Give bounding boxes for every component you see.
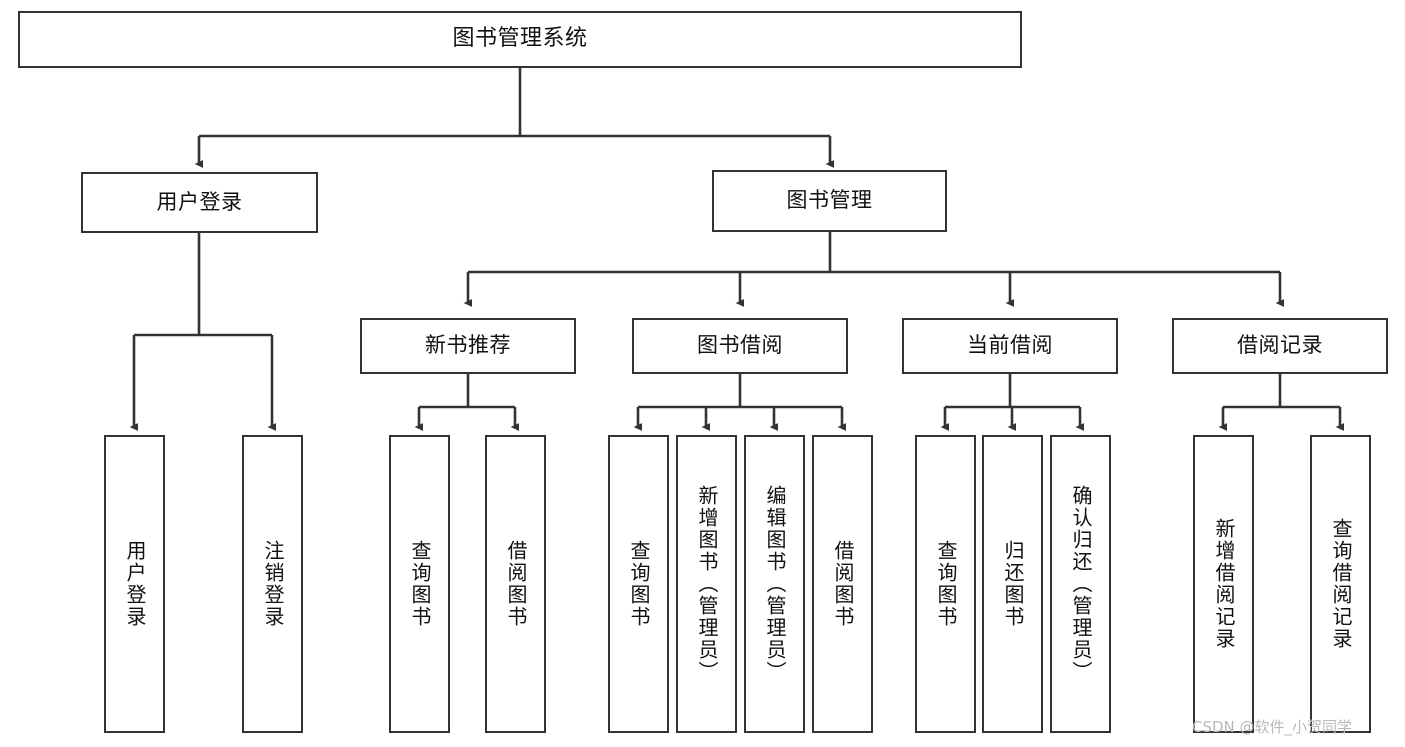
leaf-confirm-return-admin[interactable]: 确认归还（管理员） — [1050, 435, 1111, 733]
leaf-query-borrow-record[interactable]: 查询借阅记录 — [1310, 435, 1371, 733]
leaf-user-login[interactable]: 用户登录 — [104, 435, 165, 733]
node-new-book-recommend[interactable]: 新书推荐 — [360, 318, 576, 374]
leaf-label: 归还图书 — [1001, 540, 1025, 628]
leaf-label: 查询图书 — [627, 540, 651, 628]
leaf-label: 借阅图书 — [504, 540, 528, 628]
leaf-label: 用户登录 — [123, 540, 147, 628]
leaf-add-book-admin[interactable]: 新增图书（管理员） — [676, 435, 737, 733]
leaf-add-borrow-record[interactable]: 新增借阅记录 — [1193, 435, 1254, 733]
node-user-login[interactable]: 用户登录 — [81, 172, 318, 233]
leaf-edit-book-admin[interactable]: 编辑图书（管理员） — [744, 435, 805, 733]
leaf-label: 注销登录 — [261, 540, 285, 628]
leaf-label: 查询借阅记录 — [1329, 518, 1353, 650]
leaf-query-book-borrow[interactable]: 查询图书 — [608, 435, 669, 733]
leaf-label: 确认归还（管理员） — [1069, 485, 1093, 683]
node-book-borrow[interactable]: 图书借阅 — [632, 318, 848, 374]
leaf-borrow-book-recommend[interactable]: 借阅图书 — [485, 435, 546, 733]
leaf-label: 查询图书 — [934, 540, 958, 628]
node-current-borrow[interactable]: 当前借阅 — [902, 318, 1118, 374]
leaf-query-book-current[interactable]: 查询图书 — [915, 435, 976, 733]
node-borrow-record[interactable]: 借阅记录 — [1172, 318, 1388, 374]
leaf-label: 借阅图书 — [831, 540, 855, 628]
leaf-borrow-book[interactable]: 借阅图书 — [812, 435, 873, 733]
leaf-return-book[interactable]: 归还图书 — [982, 435, 1043, 733]
leaf-query-book-recommend[interactable]: 查询图书 — [389, 435, 450, 733]
leaf-label: 新增借阅记录 — [1212, 518, 1236, 650]
leaf-label: 查询图书 — [408, 540, 432, 628]
leaf-label: 编辑图书（管理员） — [763, 485, 787, 683]
leaf-label: 新增图书（管理员） — [695, 485, 719, 683]
node-book-management[interactable]: 图书管理 — [712, 170, 947, 232]
node-root-system[interactable]: 图书管理系统 — [18, 11, 1022, 68]
watermark: CSDN @软件_小贺同学 — [1192, 718, 1353, 736]
leaf-logout[interactable]: 注销登录 — [242, 435, 303, 733]
